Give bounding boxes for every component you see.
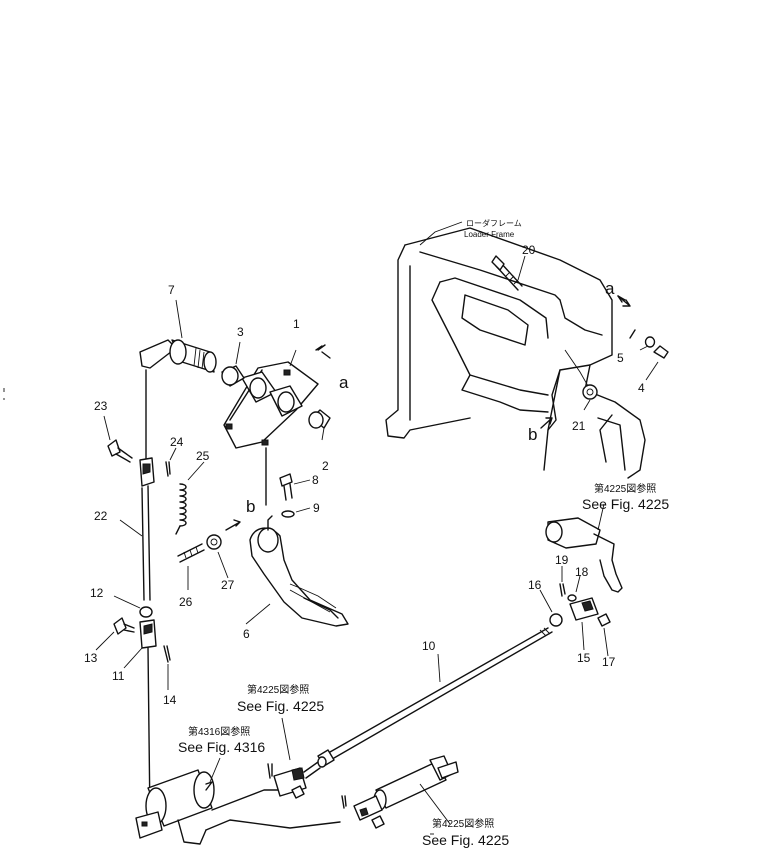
ref-3-en: See Fig. 4316	[178, 739, 265, 755]
marker-a-upper	[315, 345, 323, 351]
ref-4-en: See Fig. 4225	[422, 832, 509, 848]
pin-17	[597, 613, 611, 657]
part-number-23: 23	[94, 399, 108, 413]
part-number-8: 8	[312, 473, 319, 487]
marker-a-upper-label: a	[339, 373, 349, 392]
part-number-20: 20	[522, 243, 536, 257]
pedal-6	[245, 515, 349, 627]
ref-1-en: See Fig. 4225	[582, 496, 669, 512]
part-number-17: 17	[602, 655, 616, 669]
ref-4-jp: 第4225図参照	[432, 817, 494, 830]
pedal-bracket-1	[223, 344, 331, 506]
part-number-22: 22	[94, 509, 108, 523]
part-number-3: 3	[237, 325, 244, 339]
part-number-24: 24	[170, 435, 184, 449]
washer-9	[281, 507, 311, 518]
adjust-bolt-26	[177, 543, 205, 590]
part-number-11: 11	[112, 669, 125, 683]
bushing-2	[308, 409, 331, 441]
part-number-25: 25	[196, 449, 210, 463]
bolt-8	[279, 473, 311, 501]
cotter-pin-14	[163, 645, 171, 690]
part-number-27: 27	[221, 578, 235, 592]
part-number-21: 21	[572, 419, 586, 433]
frame-fasteners	[564, 295, 669, 411]
part-number-18: 18	[575, 565, 589, 579]
cotter-pin-19	[559, 566, 566, 597]
washer-18	[567, 575, 581, 602]
lower-shaft	[135, 757, 341, 845]
part-number-10: 10	[422, 639, 436, 653]
part-number-2: 2	[322, 459, 329, 473]
part-number-12: 12	[90, 586, 104, 600]
part-number-4: 4	[638, 381, 645, 395]
shaft-lever-7	[139, 299, 217, 471]
part-number-19: 19	[555, 553, 569, 567]
part-number-16: 16	[528, 578, 542, 592]
marker-b-left-label: b	[246, 497, 255, 516]
part-number-15: 15	[577, 651, 591, 665]
part-number-5: 5	[617, 351, 624, 365]
ref-2-en: See Fig. 4225	[237, 698, 324, 714]
cylinder-bottom	[341, 755, 459, 835]
frame-label-jp: ローダフレーム	[466, 218, 522, 228]
rod-22	[113, 457, 155, 618]
part-number-13: 13	[84, 651, 98, 665]
marker-a-right-label: a	[605, 279, 615, 298]
clevis-15	[569, 597, 599, 651]
nut-16	[539, 589, 563, 627]
loader-frame	[385, 227, 646, 479]
clevis-middle	[267, 717, 321, 799]
part-number-6: 6	[243, 627, 250, 641]
cotter-pin-24	[165, 447, 177, 477]
ref-1-jp: 第4225図参照	[594, 482, 656, 495]
ref-3-jp: 第4316図参照	[188, 725, 250, 738]
bolt-23	[103, 415, 133, 463]
rod-10	[317, 627, 553, 768]
bushing-3	[221, 341, 245, 387]
marker-b-frame-arrow	[540, 417, 553, 429]
ref-2-jp: 第4225図参照	[247, 683, 309, 696]
marker-a-right-arrow	[617, 295, 631, 307]
bolt-20	[491, 255, 526, 291]
part-number-14: 14	[163, 693, 177, 707]
spring-25	[175, 461, 205, 535]
part-number-1: 1	[293, 317, 300, 331]
part-number-7: 7	[168, 283, 175, 297]
part-number-26: 26	[179, 595, 193, 609]
bolt-13	[95, 617, 135, 651]
part-number-9: 9	[313, 501, 320, 515]
marker-b-frame-label: b	[528, 425, 537, 444]
nut-27	[206, 519, 241, 579]
lever-assembly-right	[545, 503, 623, 593]
frame-label-en: Loader Frame	[464, 230, 515, 239]
